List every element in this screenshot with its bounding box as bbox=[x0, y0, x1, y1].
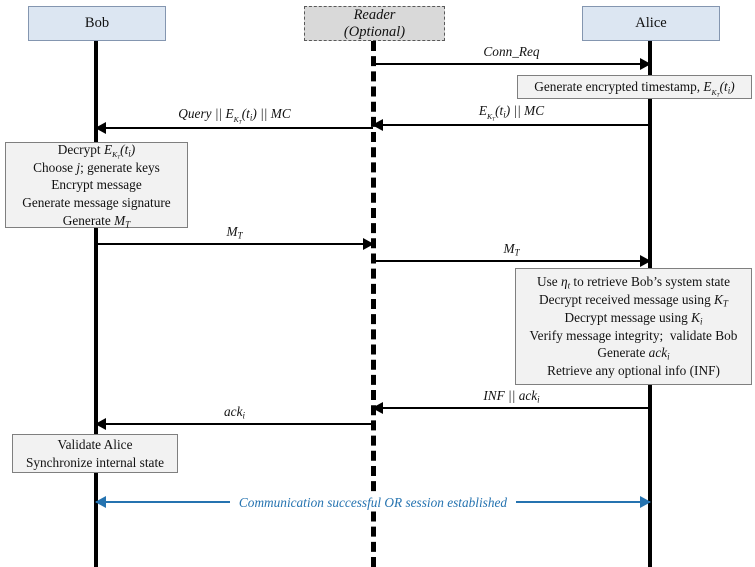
note-line: Generate MT bbox=[62, 212, 131, 230]
actor-bob[interactable]: Bob bbox=[28, 6, 166, 41]
arrow-head-right-icon bbox=[640, 495, 651, 508]
note-line: Generate acki bbox=[597, 345, 670, 362]
note-line: Validate Alice bbox=[57, 436, 133, 452]
lifeline-bob bbox=[94, 41, 98, 567]
arrow-shaft bbox=[96, 243, 373, 245]
arrow-head-left-icon bbox=[95, 495, 106, 508]
note-line: Encrypt message bbox=[51, 177, 142, 193]
message-communication-successful-label: Communication successful OR session esta… bbox=[96, 494, 650, 510]
note-line: Synchronize internal state bbox=[25, 454, 165, 470]
note-bob-validate: Validate Alice Synchronize internal stat… bbox=[12, 434, 178, 473]
note-line: Retrieve any optional info (INF) bbox=[547, 362, 720, 378]
message-mt-label: MT bbox=[503, 240, 520, 258]
message-query-label: Query || EKT(ti) || MC bbox=[178, 106, 291, 125]
actor-alice-label: Alice bbox=[635, 15, 667, 32]
note-line: Use ηt to retrieve Bob’s system state bbox=[536, 274, 731, 292]
arrow-shaft bbox=[96, 127, 373, 129]
arrow-head-left-icon bbox=[95, 121, 106, 134]
actor-alice[interactable]: Alice bbox=[582, 6, 720, 41]
note-line: Decrypt message using Ki bbox=[564, 309, 703, 327]
actor-reader-sublabel: (Optional) bbox=[343, 23, 406, 40]
arrow-head-left-icon bbox=[372, 401, 383, 414]
arrow-shaft bbox=[373, 63, 650, 65]
arrow-shaft bbox=[373, 124, 650, 126]
arrow-head-right-icon bbox=[640, 57, 651, 70]
actor-reader-label: Reader bbox=[353, 6, 396, 23]
actor-reader[interactable]: Reader (Optional) bbox=[304, 6, 445, 41]
arrow-shaft bbox=[373, 407, 650, 409]
message-conn-req-label: Conn_Req bbox=[483, 43, 540, 59]
note-line: Generate encrypted timestamp, EKT(ti) bbox=[534, 79, 735, 99]
message-ekt-mc-label: EKT(ti) || MC bbox=[478, 103, 545, 122]
note-generate-encrypted-timestamp: Generate encrypted timestamp, EKT(ti) bbox=[517, 75, 752, 99]
arrow-shaft bbox=[373, 260, 650, 262]
note-line: Decrypt EKT(ti) bbox=[57, 141, 136, 161]
note-line: Choose j; generate keys bbox=[33, 159, 160, 175]
note-bob-processing: Decrypt EKT(ti) Choose j; generate keys … bbox=[5, 141, 188, 230]
arrow-head-left-icon bbox=[95, 417, 106, 430]
note-line: Verify message integrity; validate Bob bbox=[529, 327, 738, 343]
message-inf-ack-label: INF || acki bbox=[483, 387, 540, 405]
arrow-head-left-icon bbox=[372, 118, 383, 131]
message-ack-label: acki bbox=[224, 403, 245, 421]
note-alice-processing: Use ηt to retrieve Bob’s system state De… bbox=[515, 268, 752, 385]
arrow-head-right-icon bbox=[640, 254, 651, 267]
note-line: Decrypt received message using KT bbox=[539, 292, 728, 309]
actor-bob-label: Bob bbox=[84, 15, 110, 32]
message-mt-label: MT bbox=[226, 223, 243, 241]
lifeline-reader bbox=[371, 41, 376, 567]
note-line: Generate message signature bbox=[22, 194, 171, 210]
arrow-shaft bbox=[96, 423, 373, 425]
arrow-head-right-icon bbox=[363, 237, 374, 250]
